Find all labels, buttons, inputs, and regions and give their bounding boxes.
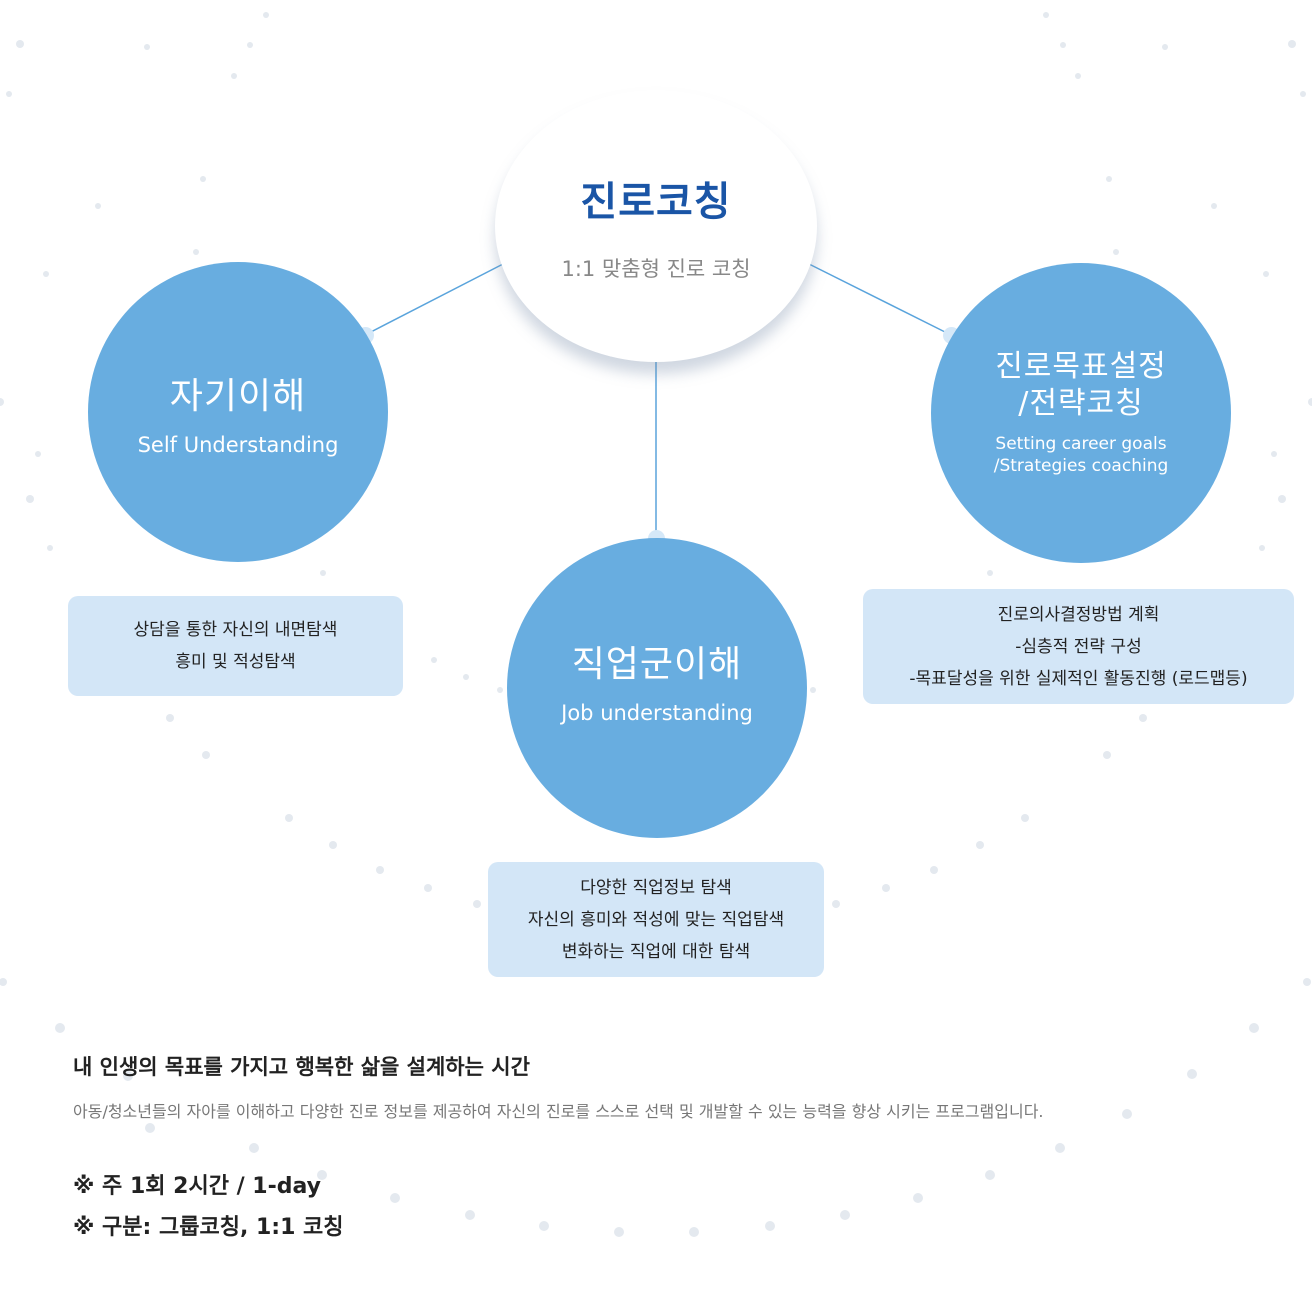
detail-line: -목표달성을 위한 실제적인 활동진행 (로드맵등): [909, 668, 1248, 689]
program-note-schedule: ※ 주 1회 2시간 / 1-day: [73, 1174, 321, 1199]
self-understanding-details: 상담을 통한 자신의 내면탐색 흥미 및 적성탐색: [68, 596, 403, 696]
self-understanding-subtitle: Self Understanding: [137, 433, 339, 457]
career-goal-title-line: 진로목표설정: [995, 349, 1167, 385]
center-subtitle: 1:1 맞춤형 진로 코칭: [561, 257, 751, 281]
job-understanding-title: 직업군이해: [571, 644, 743, 685]
career-goal-subtitle-line: Setting career goals: [995, 433, 1167, 454]
job-understanding-details: 다양한 직업정보 탐색 자신의 흥미와 적성에 맞는 직업탐색 변화하는 직업에…: [488, 862, 824, 977]
detail-line: 자신의 흥미와 적성에 맞는 직업탐색: [527, 909, 785, 930]
detail-line: 진로의사결정방법 계획: [997, 604, 1160, 625]
center-circle: 진로코칭 1:1 맞춤형 진로 코칭: [495, 90, 817, 362]
detail-line: 흥미 및 적성탐색: [175, 652, 296, 672]
detail-line: 상담을 통한 자신의 내면탐색: [133, 620, 338, 640]
detail-line: 다양한 직업정보 탐색: [580, 877, 732, 898]
self-understanding-title: 자기이해: [169, 376, 307, 417]
career-goal-circle: 진로목표설정 /전략코칭 Setting career goals /Strat…: [931, 263, 1231, 563]
program-headline: 내 인생의 목표를 가지고 행복한 삶을 설계하는 시간: [73, 1055, 530, 1079]
career-goal-subtitle-line: /Strategies coaching: [993, 455, 1169, 476]
program-description: 아동/청소년들의 자아를 이해하고 다양한 진로 정보를 제공하여 자신의 진로…: [73, 1102, 1044, 1121]
detail-line: -심층적 전략 구성: [1015, 636, 1142, 657]
job-understanding-subtitle: Job understanding: [561, 701, 753, 725]
job-understanding-circle: 직업군이해 Job understanding: [507, 538, 807, 838]
program-note-type: ※ 구분: 그룹코칭, 1:1 코칭: [73, 1215, 344, 1240]
career-goal-title-line: /전략코칭: [1018, 385, 1144, 421]
detail-line: 변화하는 직업에 대한 탐색: [561, 941, 751, 962]
career-goal-details: 진로의사결정방법 계획 -심층적 전략 구성 -목표달성을 위한 실제적인 활동…: [863, 589, 1294, 704]
self-understanding-circle: 자기이해 Self Understanding: [88, 262, 388, 562]
center-title: 진로코칭: [580, 179, 732, 225]
